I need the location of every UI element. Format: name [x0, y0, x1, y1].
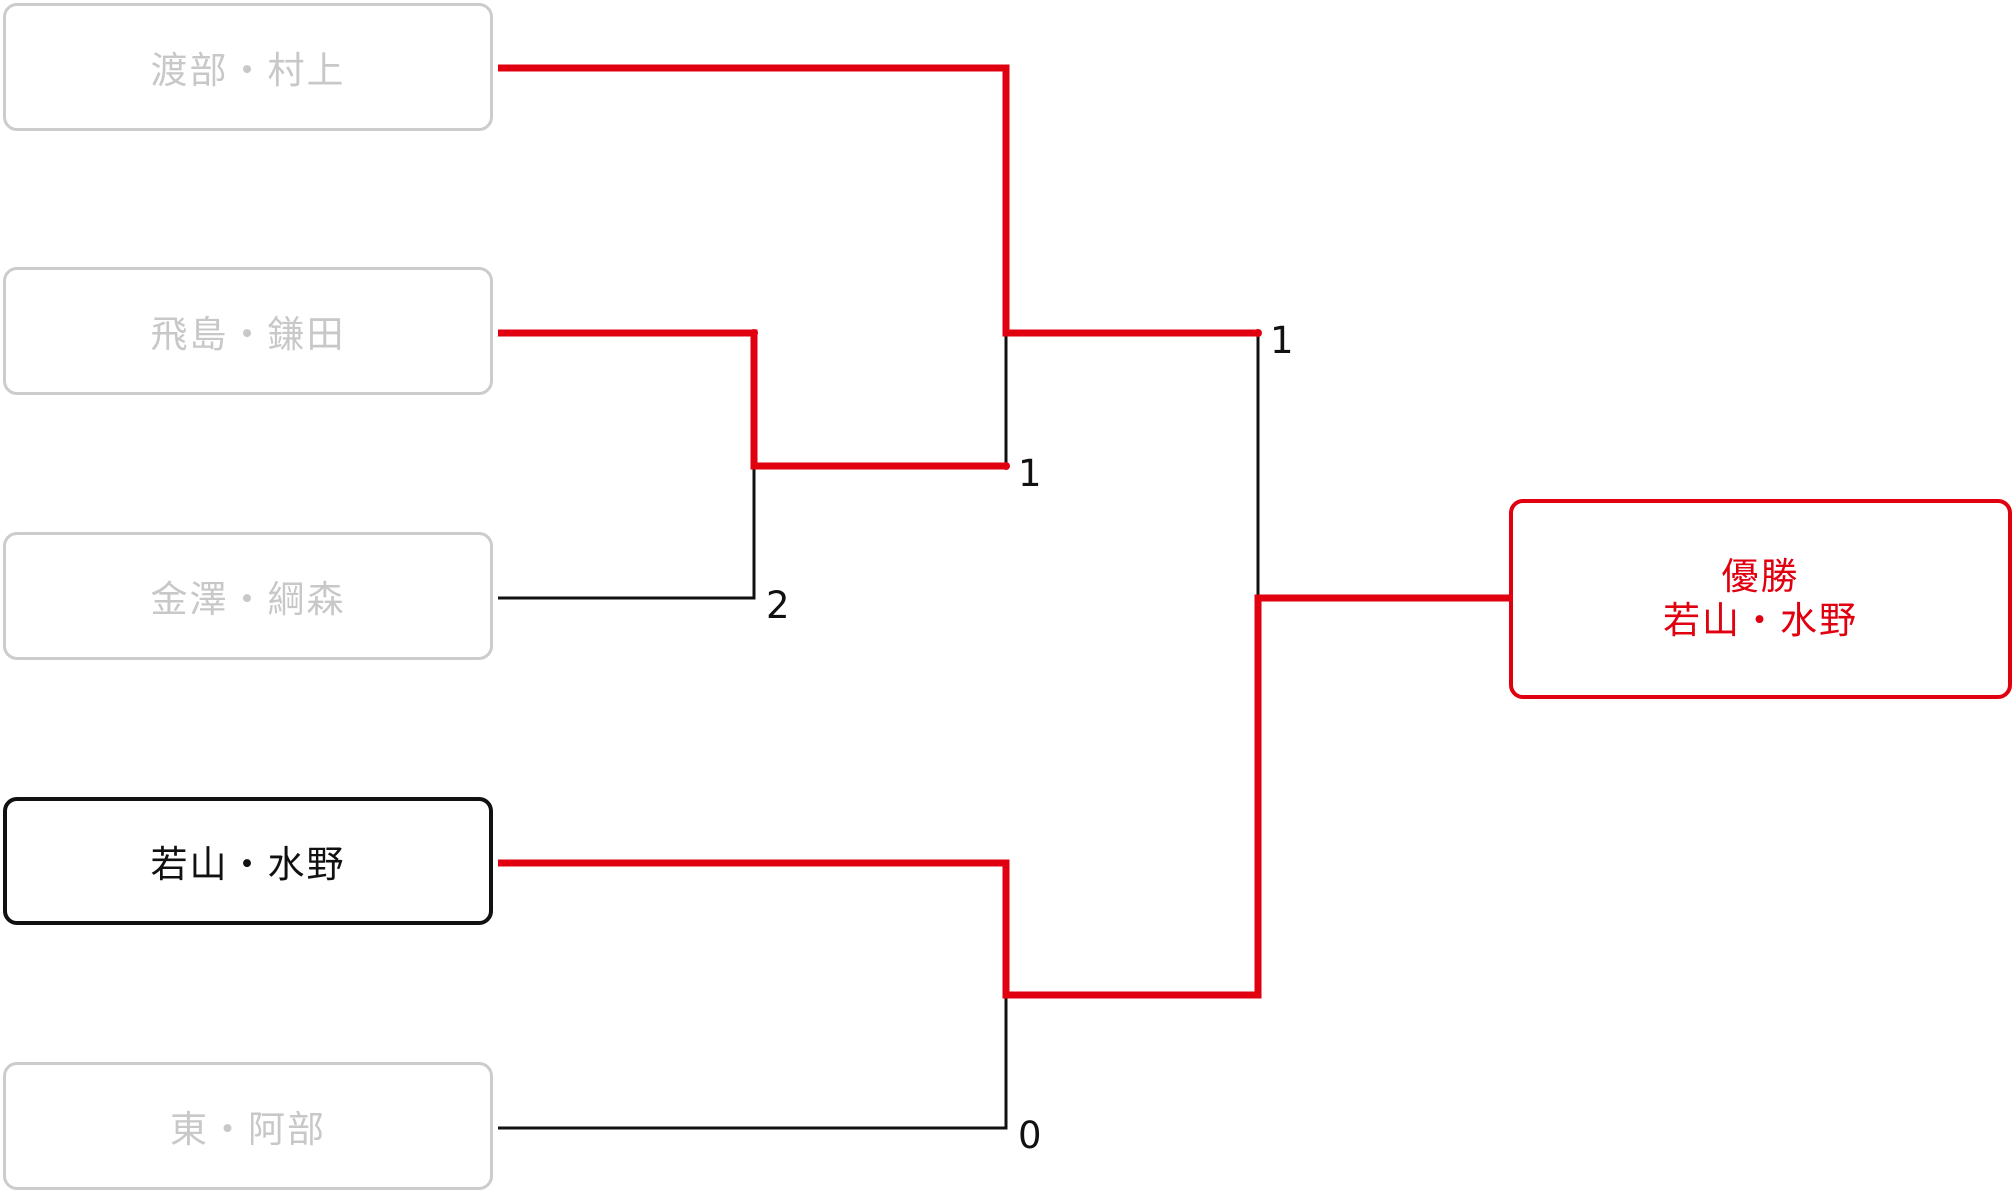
team-name: 東・阿部 [170, 1108, 326, 1151]
path-kanazawa [498, 466, 756, 600]
path-tobishima [498, 329, 1006, 470]
path-azuma [498, 995, 1008, 1130]
champion-label: 優勝 [1721, 555, 1800, 598]
team-box-5: 東・阿部 [3, 1062, 493, 1190]
team-box-3: 金澤・綱森 [3, 532, 493, 660]
team-name: 金澤・綱森 [150, 578, 346, 621]
team-name: 飛島・鎌田 [150, 313, 346, 356]
team-name: 若山・水野 [150, 843, 346, 886]
score-match-4: 0 [1018, 1114, 1042, 1157]
team-box-2: 飛島・鎌田 [3, 267, 493, 395]
winning-paths [498, 64, 1509, 999]
path-wakayama [498, 594, 1509, 999]
team-name: 渡部・村上 [150, 49, 346, 92]
champion-name: 若山・水野 [1663, 599, 1858, 642]
champion-box: 優勝 若山・水野 [1509, 499, 2012, 699]
joints [750, 329, 1262, 470]
score-match-1: 2 [766, 584, 790, 627]
losing-paths [498, 333, 1260, 1130]
team-box-4-winner: 若山・水野 [3, 797, 493, 925]
team-box-1: 渡部・村上 [3, 3, 493, 131]
score-match-3: 1 [1270, 319, 1294, 362]
score-match-2: 1 [1018, 452, 1042, 495]
path-watanabe [498, 64, 1258, 337]
